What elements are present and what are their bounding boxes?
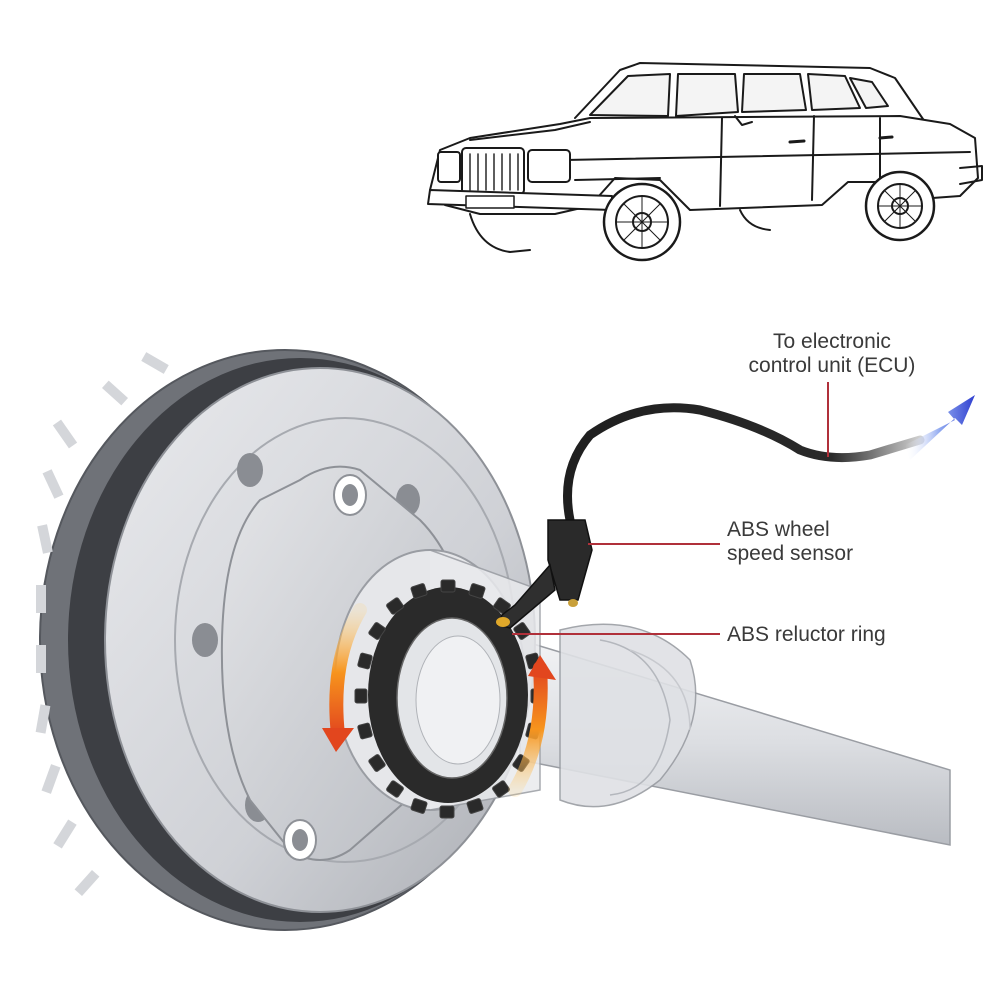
abs-wheel-speed-sensor [496,403,925,629]
ecu-direction-arrow-icon [905,395,975,460]
label-sensor-line2: speed sensor [727,542,854,565]
label-reluctor-ring: ABS reluctor ring [727,623,886,647]
leader-lines [512,382,829,635]
label-sensor-line1: ABS wheel [727,518,830,541]
label-wheel-speed-sensor: ABS wheel speed sensor [727,518,853,566]
label-ring-line1: ABS reluctor ring [727,623,886,646]
sedan-car-illustration [427,62,983,262]
axle-shaft [519,623,951,846]
abs-reluctor-ring [354,579,544,819]
label-ecu-line2: control unit (ECU) [748,354,916,377]
rotation-arrows [322,603,556,797]
label-ecu: To electronic control unit (ECU) [742,330,922,378]
label-ecu-line1: To electronic [773,330,891,353]
